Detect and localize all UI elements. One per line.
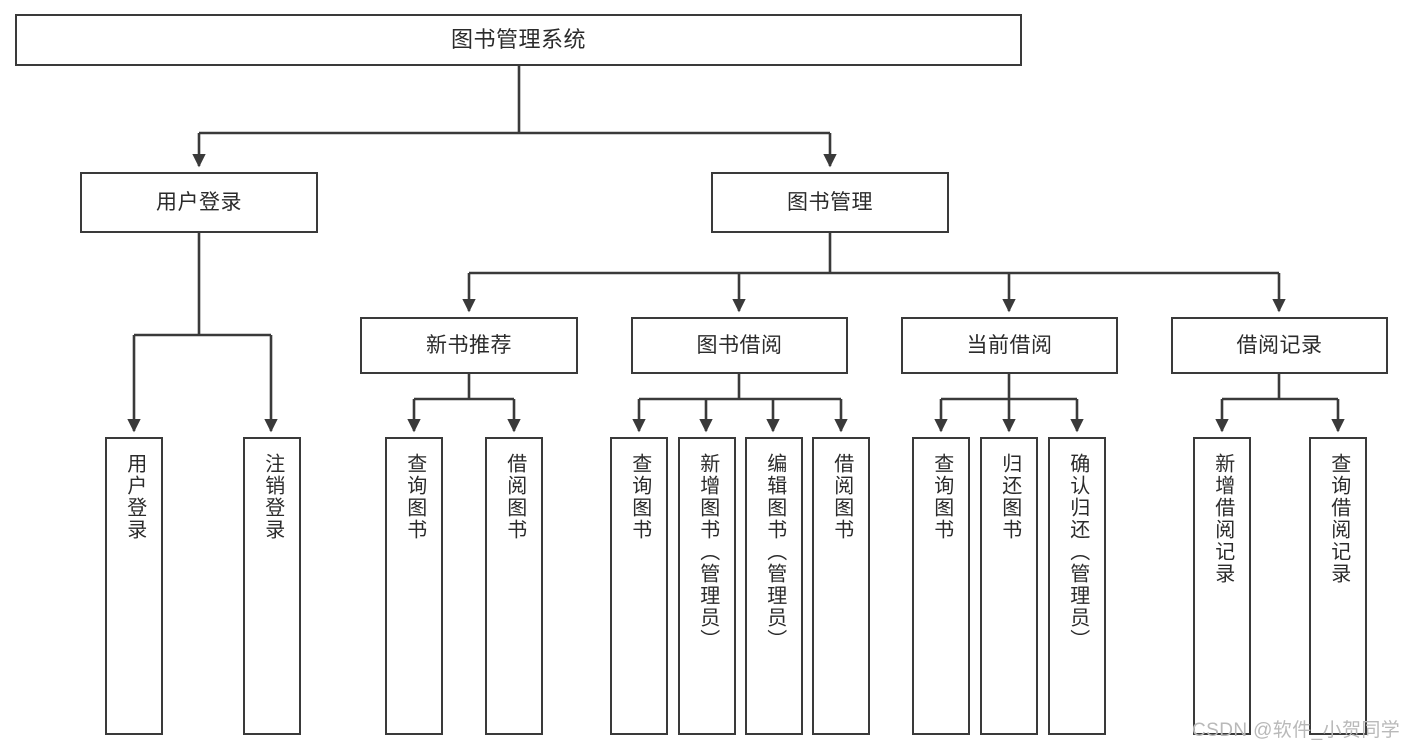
leaf-add-book[interactable]: 新增图书（管理员） [678, 437, 736, 735]
leaf-query-book-2-label: 查询图书 [628, 453, 651, 541]
node-borrow-record-label: 借阅记录 [1236, 333, 1323, 357]
leaf-query-book-3-label: 查询图书 [930, 453, 953, 541]
leaf-edit-book[interactable]: 编辑图书（管理员） [745, 437, 803, 735]
leaf-query-book-1-label: 查询图书 [403, 453, 426, 541]
leaf-query-book-3[interactable]: 查询图书 [912, 437, 970, 735]
leaf-query-book-1[interactable]: 查询图书 [385, 437, 443, 735]
node-root[interactable]: 图书管理系统 [15, 14, 1022, 66]
node-root-label: 图书管理系统 [450, 26, 586, 52]
node-borrow-record[interactable]: 借阅记录 [1171, 317, 1388, 374]
node-current-borrow-label: 当前借阅 [966, 333, 1053, 357]
node-current-borrow[interactable]: 当前借阅 [901, 317, 1118, 374]
leaf-return-book-label: 归还图书 [998, 453, 1021, 541]
leaf-confirm-return[interactable]: 确认归还（管理员） [1048, 437, 1106, 735]
node-new-book-recommend[interactable]: 新书推荐 [360, 317, 578, 374]
leaf-query-borrow-record[interactable]: 查询借阅记录 [1309, 437, 1367, 735]
watermark: CSDN @软件_小贺同学 [1192, 720, 1401, 741]
leaf-query-borrow-record-label: 查询借阅记录 [1327, 453, 1350, 585]
leaf-add-borrow-record[interactable]: 新增借阅记录 [1193, 437, 1251, 735]
leaf-borrow-book-2-label: 借阅图书 [830, 453, 853, 541]
leaf-edit-book-label: 编辑图书（管理员） [763, 453, 786, 651]
node-book-management[interactable]: 图书管理 [711, 172, 949, 233]
leaf-logout-login[interactable]: 注销登录 [243, 437, 301, 735]
leaf-confirm-return-label: 确认归还（管理员） [1066, 453, 1089, 651]
leaf-logout-login-label: 注销登录 [261, 453, 284, 541]
node-book-borrow-label: 图书借阅 [696, 333, 783, 357]
leaf-query-book-2[interactable]: 查询图书 [610, 437, 668, 735]
leaf-user-login-label: 用户登录 [123, 453, 146, 541]
leaf-add-book-label: 新增图书（管理员） [696, 453, 719, 651]
node-book-management-label: 图书管理 [787, 190, 873, 214]
node-user-login[interactable]: 用户登录 [80, 172, 318, 233]
leaf-user-login[interactable]: 用户登录 [105, 437, 163, 735]
leaf-borrow-book-1-label: 借阅图书 [503, 453, 526, 541]
leaf-return-book[interactable]: 归还图书 [980, 437, 1038, 735]
leaf-borrow-book-2[interactable]: 借阅图书 [812, 437, 870, 735]
node-book-borrow[interactable]: 图书借阅 [631, 317, 848, 374]
node-user-login-label: 用户登录 [156, 190, 242, 214]
node-new-book-recommend-label: 新书推荐 [426, 333, 512, 357]
leaf-add-borrow-record-label: 新增借阅记录 [1211, 453, 1234, 585]
leaf-borrow-book-1[interactable]: 借阅图书 [485, 437, 543, 735]
